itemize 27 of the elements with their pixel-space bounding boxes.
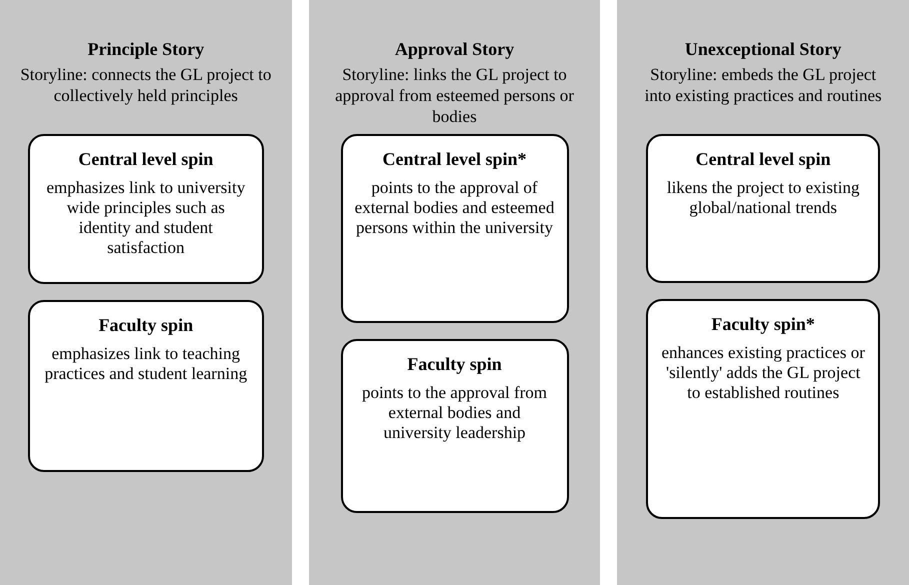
spin-box [646,299,880,519]
spin-box [340,134,568,323]
storyline-text: Storyline: links the GL project to approval from esteemed persons or bodies [334,64,575,128]
box-description: emphasizes link to university wide principles such as identity and student satisfaction [45,178,246,258]
story-panel [0,0,292,585]
box-heading: Faculty spin [98,314,194,336]
spin-box [28,300,264,472]
story-panel [617,0,909,585]
panel-title: Principle Story [88,38,204,60]
spin-box [340,339,568,513]
panel-title: Unexceptional Story [684,38,842,60]
box-description: points to the approval of external bodies and esteemed persons within the university [354,178,554,238]
box-heading: Central level spin [78,148,214,170]
spin-box [28,134,264,284]
box-description: emphasizes link to teaching practices and student learning [44,344,248,384]
story-panel [308,0,600,585]
box-heading: Faculty spin* [711,313,815,335]
storyline-text: Storyline: connects the GL project to collectively held principles [19,64,272,107]
panel-title: Approval Story [394,38,514,60]
box-description: enhances existing practices or 'silently' adds the GL project to established routines [660,343,866,403]
storyline-text: Storyline: embeds the GL project into existing practices and routines [644,64,883,107]
box-heading: Central level spin* [382,148,526,170]
box-description: likens the project to existing global/national trends [666,178,860,218]
box-heading: Faculty spin [407,353,502,375]
box-heading: Central level spin [696,148,831,170]
spin-box [646,134,880,283]
box-description: points to the approval from external bodies and university leadership [360,383,548,443]
